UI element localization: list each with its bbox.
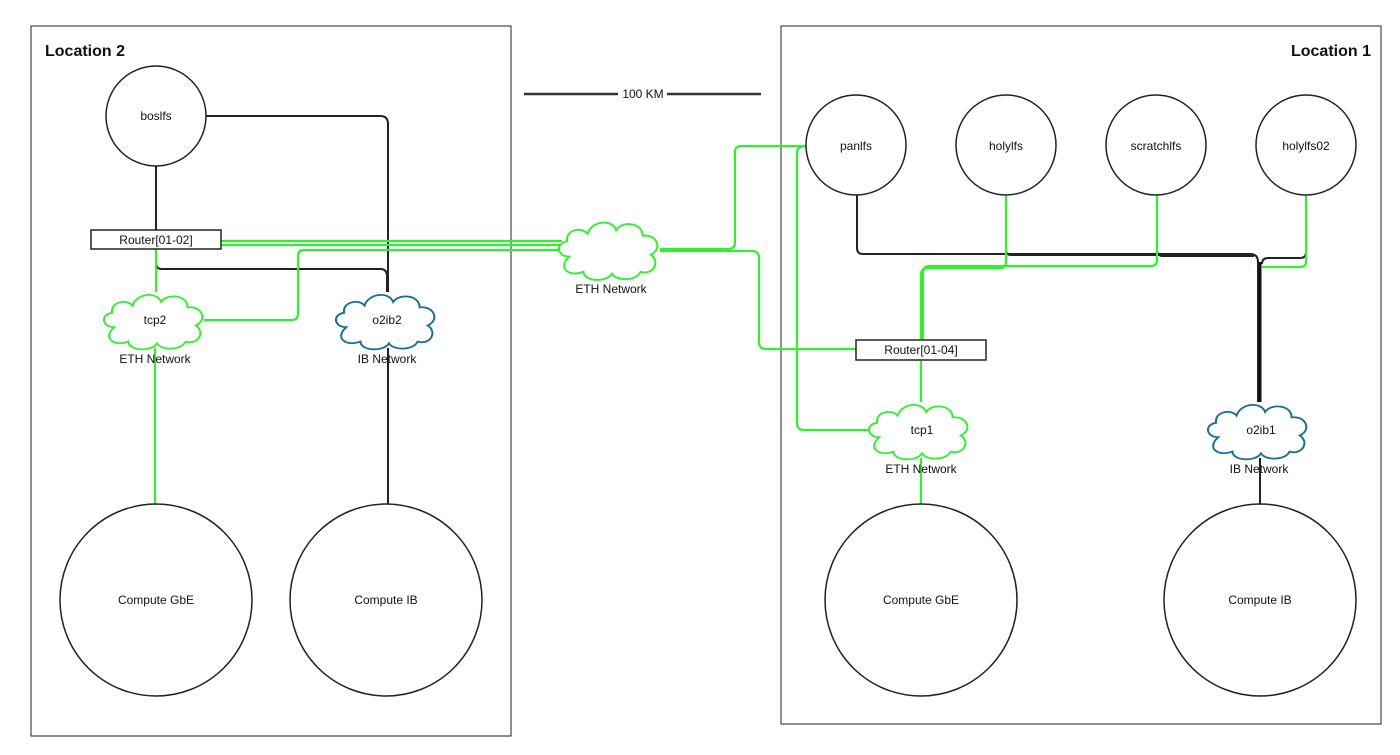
o2ib1-caption: IB Network [1230, 462, 1290, 476]
storage-scratchlfs[interactable]: scratchlfs [1105, 94, 1207, 196]
location-1-title: Location 1 [1291, 43, 1371, 60]
distance-label: 100 KM [622, 87, 663, 101]
link-tcp2-eth-wan [204, 248, 562, 322]
link-panlfs-o2ib1 [856, 195, 1259, 402]
cloud-tcp1-label: tcp1 [911, 423, 934, 437]
router-01-02[interactable]: Router[01-02] [90, 229, 222, 250]
storage-holylfs02[interactable]: holylfs02 [1255, 94, 1357, 196]
storage-panlfs[interactable]: panlfs [805, 94, 907, 196]
storage-boslfs[interactable]: boslfs [105, 65, 207, 167]
router-01-02-label: Router[01-02] [119, 233, 192, 247]
location-1-box [780, 25, 1382, 725]
link-panlfs-tcp1 [795, 144, 872, 432]
location-2-box [30, 25, 512, 737]
compute-gbe-location-2-label: Compute GbE [118, 593, 194, 607]
link-eth-wan-panlfs [660, 144, 806, 251]
link-holylfs02-o2ib1 [1261, 195, 1307, 265]
compute-ib-location-2[interactable]: Compute IB [289, 503, 483, 697]
tcp1-caption: ETH Network [885, 462, 957, 476]
storage-holylfs[interactable]: holylfs [955, 94, 1057, 196]
compute-gbe-location-1[interactable]: Compute GbE [824, 503, 1018, 697]
link-holylfs-router [919, 195, 1008, 339]
cloud-tcp1[interactable]: tcp1 [867, 403, 969, 461]
cloud-o2ib1[interactable]: o2ib1 [1206, 403, 1308, 461]
location-2-title: Location 2 [45, 43, 125, 60]
tcp2-caption: ETH Network [119, 352, 191, 366]
cloud-o2ib2[interactable]: o2ib2 [334, 293, 436, 351]
link-holylfs02-router [1262, 195, 1308, 269]
link-holylfs-o2ib1 [1005, 195, 1252, 256]
cloud-o2ib1-label: o2ib1 [1246, 423, 1276, 437]
link-scratchlfs-router [921, 195, 1159, 339]
storage-scratchlfs-label: scratchlfs [1131, 139, 1182, 153]
link-eth-wan-router-01-04 [660, 249, 856, 351]
storage-boslfs-label: boslfs [140, 109, 171, 123]
cloud-eth-wan[interactable] [557, 221, 659, 281]
compute-ib-location-1[interactable]: Compute IB [1163, 503, 1357, 697]
router-01-04-label: Router[01-04] [884, 343, 957, 357]
cloud-o2ib2-label: o2ib2 [372, 313, 402, 327]
link-router-o2ib2 [155, 249, 388, 292]
compute-ib-location-1-label: Compute IB [1228, 593, 1291, 607]
compute-ib-location-2-label: Compute IB [354, 593, 417, 607]
link-boslfs-o2ib2 [206, 115, 389, 292]
eth-wan-caption: ETH Network [575, 282, 647, 296]
storage-holylfs02-label: holylfs02 [1282, 139, 1330, 153]
cloud-tcp2[interactable]: tcp2 [102, 293, 204, 351]
compute-gbe-location-1-label: Compute GbE [883, 593, 959, 607]
storage-holylfs-label: holylfs [989, 139, 1023, 153]
compute-gbe-location-2[interactable]: Compute GbE [59, 503, 253, 697]
router-01-04[interactable]: Router[01-04] [855, 339, 987, 361]
cloud-tcp2-label: tcp2 [144, 313, 167, 327]
link-scratchlfs-o2ib1 [1156, 195, 1254, 257]
o2ib2-caption: IB Network [358, 352, 418, 366]
storage-panlfs-label: panlfs [840, 139, 872, 153]
